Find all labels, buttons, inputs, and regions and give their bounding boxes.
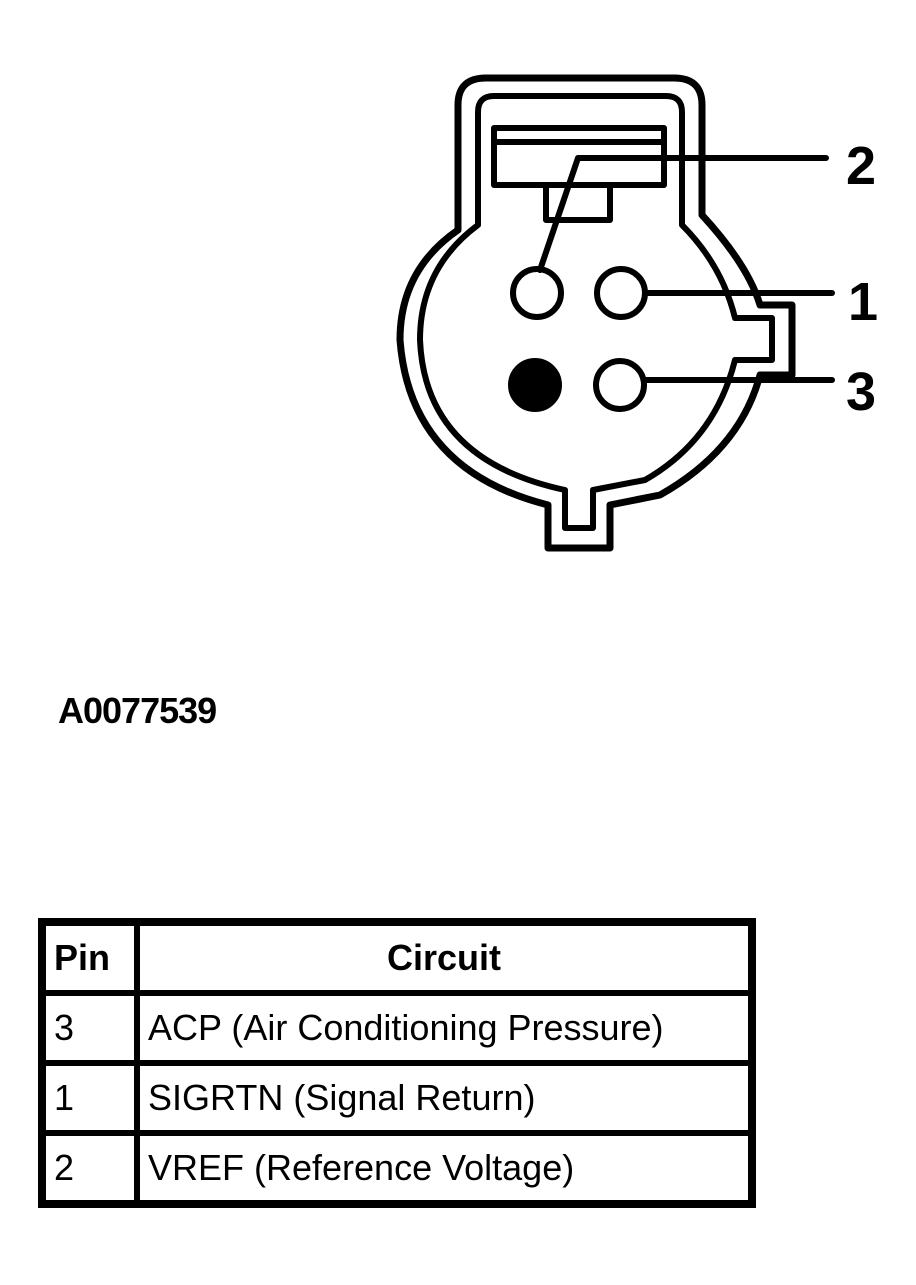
- pin-cavity-plugged: [508, 358, 562, 412]
- circuit-cell: SIGRTN (Signal Return): [137, 1063, 751, 1133]
- pin-cavity-1: [594, 266, 648, 320]
- pin-callout-3: 3: [846, 362, 876, 422]
- table-header-row: Pin Circuit: [43, 923, 751, 993]
- table-row: 3 ACP (Air Conditioning Pressure): [43, 993, 751, 1063]
- circuit-cell: ACP (Air Conditioning Pressure): [137, 993, 751, 1063]
- pin-callout-1: 1: [848, 272, 878, 332]
- table-row: 2 VREF (Reference Voltage): [43, 1133, 751, 1203]
- pin-cell: 1: [43, 1063, 137, 1133]
- connector-housing-outer: [396, 74, 796, 552]
- pin-callout-2: 2: [846, 136, 876, 196]
- figure-id: A0077539: [58, 690, 217, 731]
- pin-cell: 2: [43, 1133, 137, 1203]
- leader-line-pin-2: [537, 155, 829, 273]
- header-circuit: Circuit: [137, 923, 751, 993]
- table-row: 1 SIGRTN (Signal Return): [43, 1063, 751, 1133]
- key-slot: [543, 182, 613, 223]
- pin-cell: 3: [43, 993, 137, 1063]
- pin-cavity-3: [593, 358, 647, 412]
- connector-diagram: 2 1 3: [396, 74, 878, 552]
- pin-circuit-table: Pin Circuit 3 ACP (Air Conditioning Pres…: [38, 918, 756, 1208]
- circuit-cell: VREF (Reference Voltage): [137, 1133, 751, 1203]
- pin-cavity-2: [510, 266, 564, 320]
- connector-housing-inner: [417, 93, 775, 531]
- header-pin: Pin: [43, 923, 137, 993]
